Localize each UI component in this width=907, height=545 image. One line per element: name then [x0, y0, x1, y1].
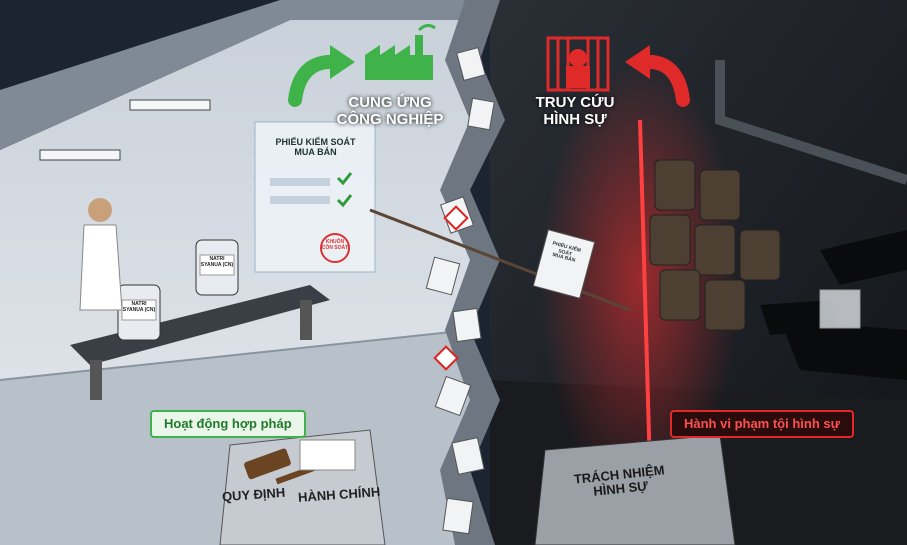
form-title: PHIẾU KIỂM SOÁT MUA BÁN: [275, 137, 356, 157]
supply-label-line2: CÔNG NGHIỆP: [336, 110, 444, 128]
drum-back-label: NATRI SYANUA (CN): [200, 256, 234, 268]
ceiling-lights: [39, 99, 211, 161]
chain-rope: [369, 208, 631, 312]
criminal-activity-badge: Hành vi phạm tội hình sự: [670, 410, 855, 439]
gavel-icon: [244, 439, 356, 485]
lab-ceiling: [0, 0, 470, 150]
scientist-figure: [79, 198, 123, 311]
conveyor-belt: [70, 285, 330, 400]
supply-label: CUNG ỨNG CÔNG NGHIỆP: [330, 94, 450, 128]
control-form: [254, 121, 376, 273]
crack-divider: [440, 0, 505, 545]
drum-front: [117, 284, 161, 341]
red-laser: [638, 119, 652, 471]
drum-back: [195, 239, 239, 296]
factory-icon: [365, 23, 436, 80]
curved-arrow-green-icon: [288, 45, 355, 107]
criminal-block: [534, 434, 736, 545]
prison-icon: [546, 36, 610, 92]
falling-papers: [425, 47, 495, 535]
hazard-icon: [433, 205, 469, 371]
form-stamp: KHUÔN CÔN SOÁT: [321, 239, 349, 251]
curved-arrow-red-icon: [625, 45, 690, 107]
falling-form: [532, 229, 596, 299]
barrel-stack: [649, 159, 781, 331]
powder-bag: [819, 289, 861, 329]
criminal-label-line2: HÌNH SỰ: [543, 110, 607, 128]
supply-label-line1: CUNG ỨNG: [348, 94, 432, 111]
criminal-prosecution-label: TRUY CỨU HÌNH SỰ: [520, 94, 630, 128]
legal-activity-badge: Hoạt động hợp pháp: [150, 410, 306, 439]
criminal-label-line1: TRUY CỨU: [535, 94, 615, 111]
drum-front-label: NATRI SYANUA (CN): [122, 301, 156, 313]
